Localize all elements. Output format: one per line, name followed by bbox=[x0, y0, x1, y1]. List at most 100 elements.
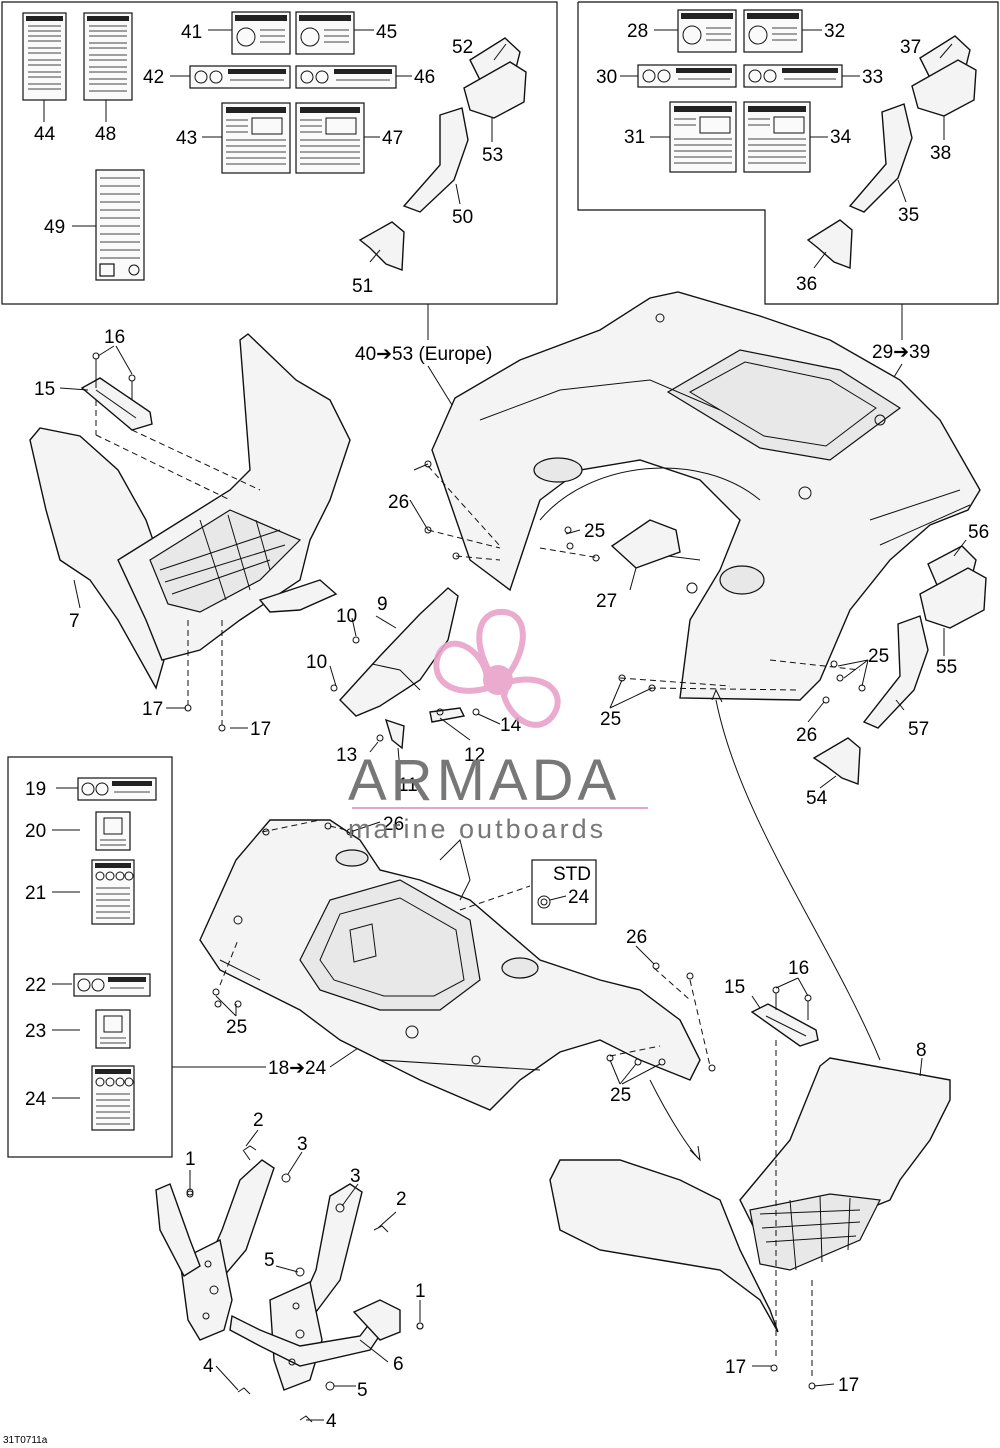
part-54-cap bbox=[812, 737, 861, 785]
callout-21: 21 bbox=[25, 883, 46, 904]
callout-17-right-a: 17 bbox=[725, 1357, 746, 1378]
callout-15-left: 15 bbox=[34, 379, 55, 400]
part-57-strip bbox=[862, 615, 929, 729]
part-52-53-guard bbox=[463, 37, 527, 119]
callout-51: 51 bbox=[352, 276, 373, 297]
callout-19: 19 bbox=[25, 779, 46, 800]
callout-15-right: 15 bbox=[724, 977, 745, 998]
callout-17-left-b: 17 bbox=[250, 719, 271, 740]
callout-11: 11 bbox=[398, 775, 418, 796]
propeller-logo bbox=[433, 608, 561, 728]
callout-45: 45 bbox=[376, 22, 397, 43]
part-38-39-guard bbox=[911, 35, 977, 117]
callout-10-b: 10 bbox=[306, 652, 327, 673]
callout-53: 53 bbox=[482, 145, 503, 166]
callout-56: 56 bbox=[968, 522, 989, 543]
callout-35: 34 bbox=[830, 127, 852, 148]
callout-2-a: 2 bbox=[253, 1110, 264, 1131]
callout-leaders bbox=[43, 29, 967, 1421]
assembly-arrows bbox=[649, 688, 881, 1162]
callout-20: 20 bbox=[25, 821, 46, 842]
callout-48: 48 bbox=[95, 124, 116, 145]
callout-26-front-right: 25 bbox=[610, 1085, 631, 1106]
kit-29-39-label: 29➔39 bbox=[872, 342, 930, 363]
decal-22 bbox=[73, 973, 151, 997]
callout-1-a: 1 bbox=[185, 1149, 196, 1170]
callout-37: 36 bbox=[796, 274, 817, 295]
part-50-strip bbox=[402, 107, 469, 213]
callout-55: 55 bbox=[936, 657, 957, 678]
decal-44 bbox=[22, 12, 67, 101]
callout-26-mid: 25 bbox=[600, 709, 621, 730]
callout-5-a: 5 bbox=[264, 1250, 275, 1271]
callout-22: 22 bbox=[25, 975, 46, 996]
callout-38: 37 bbox=[900, 37, 921, 58]
front-bumper-assembly bbox=[155, 1145, 424, 1423]
part-28-pad bbox=[610, 519, 701, 569]
callout-9: 9 bbox=[377, 594, 388, 615]
decal-34 bbox=[743, 64, 843, 88]
hardware-dashes bbox=[184, 460, 866, 1390]
watermark-brand: ARMADA bbox=[348, 748, 620, 813]
callout-4-b: 4 bbox=[326, 1411, 337, 1432]
callout-26-front: 25 bbox=[226, 1017, 247, 1038]
callout-24: 24 bbox=[25, 1089, 47, 1110]
decal-21 bbox=[91, 859, 135, 925]
figure-code: 31T0711a bbox=[3, 1435, 48, 1446]
callout-26-top: 25 bbox=[584, 521, 605, 542]
decal-42 bbox=[189, 65, 291, 89]
callout-49: 49 bbox=[44, 217, 65, 238]
part-37-cap bbox=[806, 219, 853, 269]
callout-50: 50 bbox=[452, 207, 473, 228]
rear-fender-body bbox=[431, 291, 981, 701]
part-55-56-guard bbox=[919, 545, 987, 629]
decal-30 bbox=[677, 9, 737, 53]
decal-48 bbox=[83, 12, 133, 101]
callout-labels: 41 45 42 46 43 47 44 48 49 52 53 50 51 2… bbox=[25, 21, 989, 1432]
callout-16-right: 16 bbox=[788, 958, 809, 979]
part-36-strip bbox=[848, 103, 913, 213]
callout-27-top: 26 bbox=[388, 492, 409, 513]
callout-27-front-right: 26 bbox=[626, 927, 647, 948]
kit-18-24-label: 18➔24 bbox=[268, 1058, 327, 1079]
callout-28: 27 bbox=[596, 591, 617, 612]
footrest-15-left bbox=[80, 352, 261, 725]
watermark-tagline: marine outboards bbox=[348, 814, 606, 844]
callout-6: 6 bbox=[393, 1354, 404, 1375]
decal-33 bbox=[743, 9, 803, 53]
callout-14: 14 bbox=[500, 715, 522, 736]
callout-42: 42 bbox=[143, 67, 164, 88]
decal-47 bbox=[295, 102, 365, 174]
armada-watermark: ARMADA marine outboards bbox=[348, 608, 648, 844]
callout-8: 8 bbox=[916, 1040, 927, 1061]
callout-3-b: 3 bbox=[350, 1166, 361, 1187]
callout-31: 30 bbox=[596, 67, 617, 88]
right-footwell-8 bbox=[549, 1057, 951, 1333]
callout-17-right-b: 17 bbox=[838, 1375, 859, 1396]
callout-2-b: 2 bbox=[396, 1189, 407, 1210]
callout-52: 52 bbox=[452, 37, 473, 58]
callout-27-front: 26 bbox=[383, 814, 404, 835]
decal-23 bbox=[95, 1009, 131, 1049]
callout-4-a: 4 bbox=[203, 1356, 214, 1377]
callout-23: 23 bbox=[25, 1021, 46, 1042]
callout-32: 31 bbox=[624, 127, 645, 148]
callout-54: 54 bbox=[806, 788, 828, 809]
decal-49 bbox=[95, 169, 145, 281]
callout-57: 57 bbox=[908, 719, 929, 740]
callout-17-left-a: 17 bbox=[142, 699, 163, 720]
callout-41: 41 bbox=[181, 22, 202, 43]
decal-24 bbox=[91, 1065, 135, 1131]
callout-1-b: 1 bbox=[415, 1281, 426, 1302]
callout-13: 13 bbox=[336, 745, 357, 766]
part-51-cap bbox=[358, 221, 405, 271]
callout-43: 43 bbox=[176, 128, 197, 149]
callout-46: 46 bbox=[414, 67, 435, 88]
decal-43 bbox=[221, 102, 291, 174]
callout-33: 32 bbox=[824, 21, 845, 42]
std-box: STD bbox=[531, 859, 597, 925]
callout-36: 35 bbox=[898, 205, 919, 226]
callout-34: 33 bbox=[862, 67, 883, 88]
bracket-9 bbox=[339, 587, 466, 750]
